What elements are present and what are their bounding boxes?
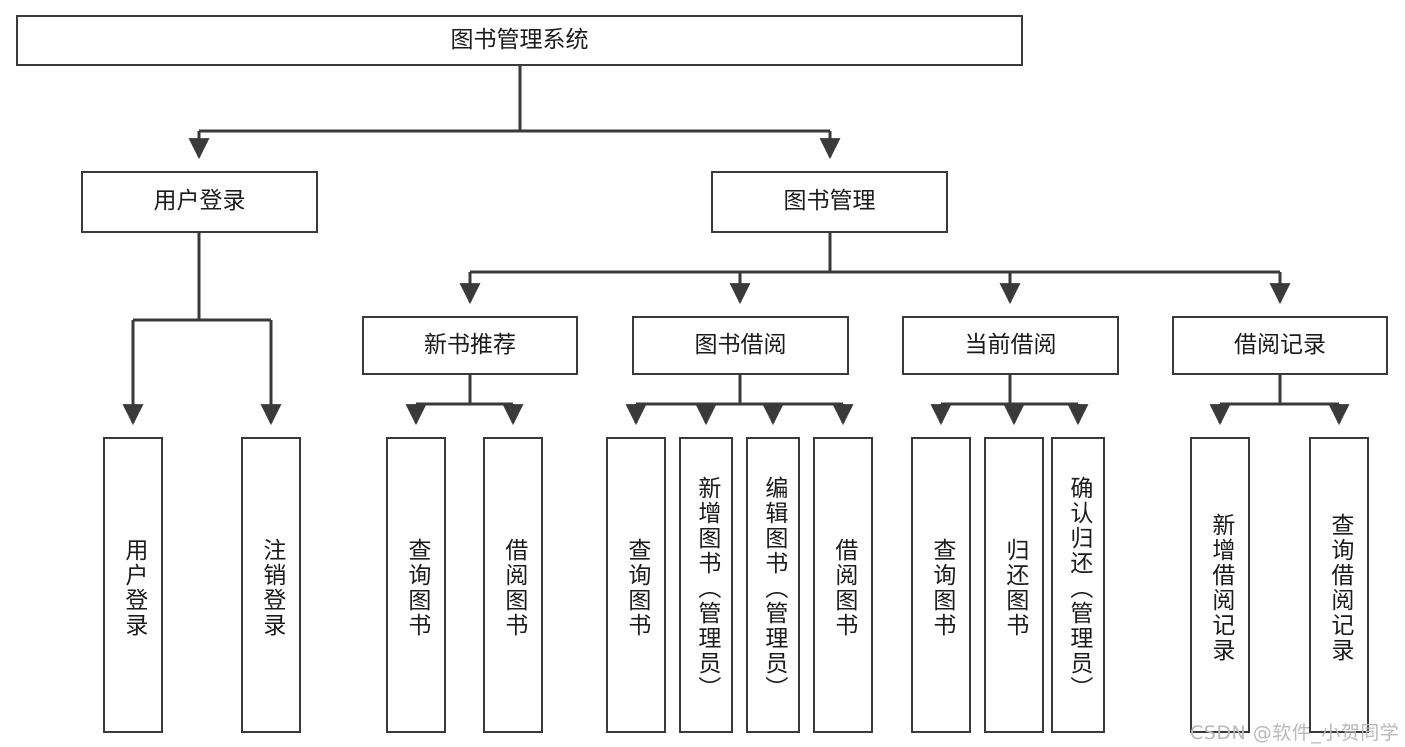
node-leaf-confirm-return[interactable]: 确认归还（管理员） xyxy=(1051,437,1105,733)
node-book-manage[interactable]: 图书管理 xyxy=(711,171,948,233)
node-leaf-edit-book-label: 编辑图书（管理员） xyxy=(760,475,787,701)
node-book-manage-label: 图书管理 xyxy=(783,188,876,215)
node-current-borrow-label: 当前借阅 xyxy=(964,331,1057,358)
node-leaf-query-record[interactable]: 查询借阅记录 xyxy=(1309,437,1369,733)
node-root-label: 图书管理系统 xyxy=(450,26,589,53)
node-new-book-rec[interactable]: 新书推荐 xyxy=(362,316,578,375)
csdn-watermark: CSDN @软件_小贺同学 xyxy=(1190,722,1400,744)
node-user-login[interactable]: 用户登录 xyxy=(81,171,318,233)
node-leaf-edit-book[interactable]: 编辑图书（管理员） xyxy=(746,437,800,733)
node-leaf-borrow-book-1[interactable]: 借阅图书 xyxy=(483,437,543,733)
node-borrow-record-label: 借阅记录 xyxy=(1234,331,1326,358)
node-root[interactable]: 图书管理系统 xyxy=(16,15,1023,66)
node-leaf-logout-label: 注销登录 xyxy=(258,538,285,638)
node-leaf-confirm-return-label: 确认归还（管理员） xyxy=(1065,475,1092,701)
node-leaf-query-record-label: 查询借阅记录 xyxy=(1326,513,1353,663)
node-leaf-borrow-book-1-label: 借阅图书 xyxy=(500,538,527,638)
node-leaf-add-record-label: 新增借阅记录 xyxy=(1207,513,1234,663)
node-leaf-query-book-3-label: 查询图书 xyxy=(928,538,955,638)
node-book-borrow[interactable]: 图书借阅 xyxy=(632,316,849,375)
node-leaf-query-book-3[interactable]: 查询图书 xyxy=(911,437,971,733)
node-leaf-user-login[interactable]: 用户登录 xyxy=(103,437,163,733)
node-leaf-add-book-label: 新增图书（管理员） xyxy=(693,475,720,701)
node-leaf-query-book-2-label: 查询图书 xyxy=(623,538,650,638)
node-leaf-user-login-label: 用户登录 xyxy=(120,538,147,638)
node-leaf-query-book-1[interactable]: 查询图书 xyxy=(386,437,446,733)
node-leaf-add-record[interactable]: 新增借阅记录 xyxy=(1190,437,1250,733)
node-leaf-query-book-1-label: 查询图书 xyxy=(403,538,430,638)
node-leaf-return-book-label: 归还图书 xyxy=(1001,538,1028,638)
node-leaf-borrow-book-2-label: 借阅图书 xyxy=(830,538,857,638)
node-leaf-add-book[interactable]: 新增图书（管理员） xyxy=(679,437,733,733)
node-new-book-rec-label: 新书推荐 xyxy=(424,331,516,358)
node-book-borrow-label: 图书借阅 xyxy=(694,331,787,358)
node-leaf-return-book[interactable]: 归还图书 xyxy=(984,437,1044,733)
node-current-borrow[interactable]: 当前借阅 xyxy=(902,316,1119,375)
node-borrow-record[interactable]: 借阅记录 xyxy=(1172,316,1388,375)
node-user-login-label: 用户登录 xyxy=(153,188,246,215)
node-leaf-borrow-book-2[interactable]: 借阅图书 xyxy=(813,437,873,733)
node-leaf-query-book-2[interactable]: 查询图书 xyxy=(606,437,666,733)
node-leaf-logout[interactable]: 注销登录 xyxy=(241,437,301,733)
